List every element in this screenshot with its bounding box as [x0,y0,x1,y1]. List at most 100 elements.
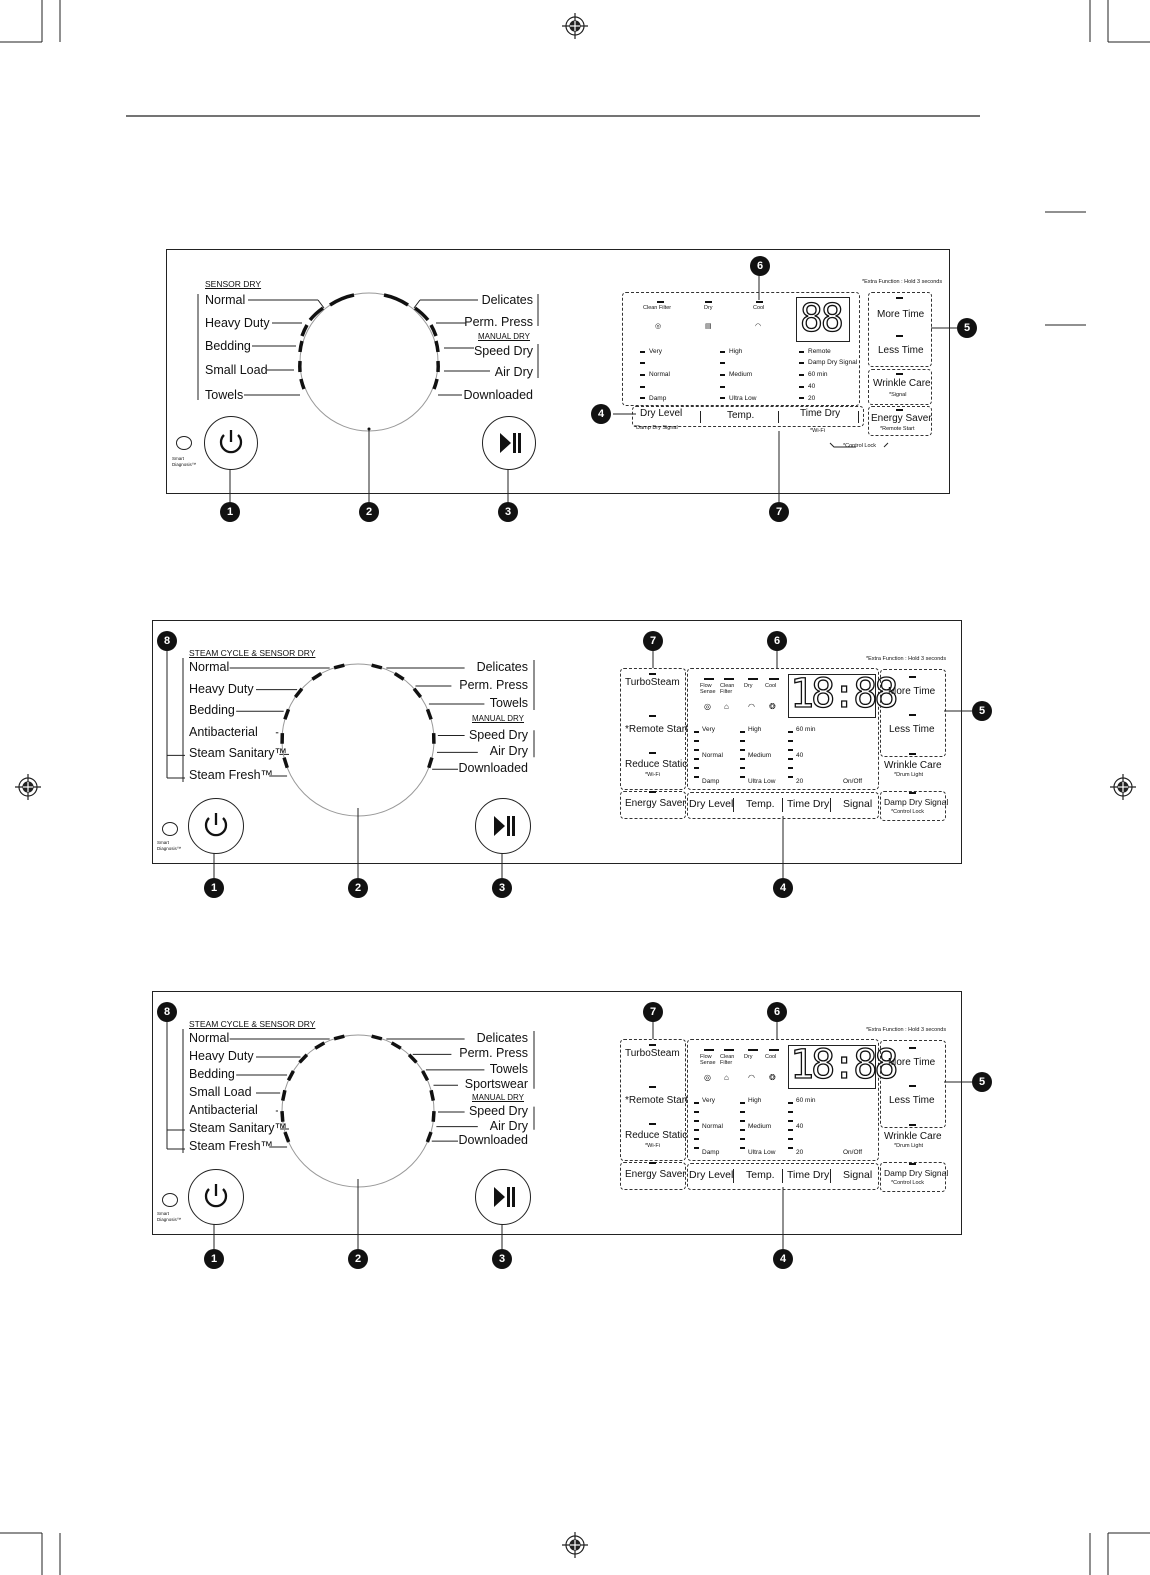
cycle-left-5[interactable]: Steam Fresh™ [189,768,274,782]
cycle-left-0[interactable]: Normal [189,1031,230,1045]
right-button-1[interactable]: Less Time [889,1095,935,1106]
bottom-button-2[interactable]: Time Dry [787,798,830,810]
cycle-left-3[interactable]: Antibacterial [189,724,258,739]
right-button-3: *Drum Light [894,1143,924,1149]
callout-7: 7 [769,502,789,522]
smart-diagnosis-icon [162,1193,178,1207]
cycle-dial[interactable] [282,1035,434,1187]
cycle-right-top-3[interactable]: Sportswear [464,1077,528,1092]
left-button-0[interactable]: TurboSteam [625,677,680,688]
cycle-dial-1[interactable] [300,293,438,431]
col0-1: Normal [702,1123,723,1130]
play-pause-icon [494,1187,515,1207]
right-button-2[interactable]: Wrinkle Care [884,1131,942,1142]
status-led-3 [769,678,779,680]
cycle-left-4[interactable]: Antibacterial [189,1103,258,1117]
cycle-right-bottom-2[interactable]: Downloaded [458,761,529,776]
divider [782,798,783,812]
smart-diagnosis-label: Smart Diagnosis™ [172,456,197,467]
power-button-1[interactable] [204,416,258,470]
start-pause-button-1[interactable] [482,416,536,470]
cycle-dial[interactable] [282,664,434,816]
cycle-delicates[interactable]: Delicates [481,293,533,307]
cycle-towels[interactable]: Towels [205,388,244,402]
left-button-2[interactable]: Reduce Static [625,1130,688,1141]
left-button-4[interactable]: Energy Saver [625,798,686,809]
wrinkle-care-button[interactable]: Wrinkle Care [873,378,931,389]
left-button-0[interactable]: TurboSteam [625,1048,680,1059]
bottom-button-3[interactable]: Signal [843,798,873,810]
left-button-1[interactable]: *Remote Start [625,1095,688,1106]
cycle-left-4[interactable]: Steam Sanitary™ [189,746,287,761]
less-time-button[interactable]: Less Time [878,345,924,356]
cycle-speed-dry[interactable]: Speed Dry [473,344,533,358]
cycle-left-1[interactable]: Heavy Duty [189,1049,254,1063]
led [649,673,656,675]
cycle-left-6[interactable]: Steam Fresh™ [189,1139,274,1153]
cycle-right-top-2[interactable]: Towels [489,696,528,710]
cycle-right-bottom-1[interactable]: Air Dry [489,1118,528,1133]
cycle-right-top-0[interactable]: Delicates [476,660,528,674]
callout-3: 3 [498,502,518,522]
energy-saver-button[interactable]: Energy Saver [871,413,932,424]
bottom-button-2[interactable]: Time Dry [787,1169,830,1181]
right-button-4[interactable]: Damp Dry Signal [884,797,949,807]
callout-4: 4 [773,1249,793,1269]
left-button-4[interactable]: Energy Saver [625,1169,686,1180]
cycle-normal[interactable]: Normal [205,293,246,307]
cycle-left-0[interactable]: Normal [189,660,230,674]
ind [788,1102,793,1104]
right-button-0[interactable]: More Time [888,686,936,697]
cycle-downloaded[interactable]: Downloaded [463,388,534,402]
start-pause-button[interactable] [475,1169,531,1225]
cycle-small-load[interactable]: Small Load [205,363,268,377]
cycle-right-top-1[interactable]: Perm. Press [459,1046,528,1061]
bottom-button-1[interactable]: Temp. [746,1169,775,1181]
col0-0: Very [702,1097,716,1104]
dry-level-button[interactable]: Dry Level [640,408,683,419]
bottom-button-0[interactable]: Dry Level [689,1169,734,1181]
cycle-perm-press[interactable]: Perm. Press [464,315,533,329]
right-button-2[interactable]: Wrinkle Care [884,760,942,771]
steam-icon: ❂ [769,702,776,711]
bottom-button-0[interactable]: Dry Level [689,798,734,810]
cycle-right-bottom-2[interactable]: Downloaded [458,1133,529,1148]
power-button[interactable] [188,1169,244,1225]
callout-2: 2 [348,1249,368,1269]
right-button-0[interactable]: More Time [888,1057,936,1068]
cycle-right-bottom-0[interactable]: Speed Dry [468,1103,528,1118]
cycle-right-top-2[interactable]: Towels [489,1061,528,1076]
cycle-left-5[interactable]: Steam Sanitary™ [189,1121,287,1135]
status-led-1 [724,678,734,680]
cycle-left-2[interactable]: Bedding [189,703,235,718]
cycle-right-top-0[interactable]: Delicates [476,1031,528,1045]
divider [858,411,859,423]
steam-icon: ❂ [769,1073,776,1082]
col0-2: Damp [702,778,720,785]
cycle-right-bottom-1[interactable]: Air Dry [489,744,528,759]
cycle-right-top-1[interactable]: Perm. Press [459,678,528,692]
time-dry-button[interactable]: Time Dry [800,408,841,419]
ind [788,767,793,769]
ai-icon: ◎ [655,323,662,330]
cycle-left-1[interactable]: Heavy Duty [189,681,254,696]
more-time-button[interactable]: More Time [877,309,925,320]
bottom-button-3[interactable]: Signal [843,1169,873,1181]
cycle-heavy-duty[interactable]: Heavy Duty [205,316,270,330]
cycle-bedding[interactable]: Bedding [205,339,251,353]
cycle-air-dry[interactable]: Air Dry [494,365,533,379]
left-button-1[interactable]: *Remote Start [625,724,688,735]
power-button[interactable] [188,798,244,854]
led [909,753,916,755]
bottom-button-1[interactable]: Temp. [746,798,775,810]
start-pause-button[interactable] [475,798,531,854]
cycle-right-bottom-0[interactable]: Speed Dry [468,727,528,742]
cycle-left-3[interactable]: Small Load [189,1085,252,1099]
cycle-left-2[interactable]: Bedding [189,1067,235,1081]
right-button-1[interactable]: Less Time [889,724,935,735]
led [909,1047,916,1049]
left-button-2[interactable]: Reduce Static [625,759,688,770]
right-button-4[interactable]: Damp Dry Signal [884,1168,949,1178]
temp-button[interactable]: Temp. [727,410,755,421]
led [896,409,903,411]
